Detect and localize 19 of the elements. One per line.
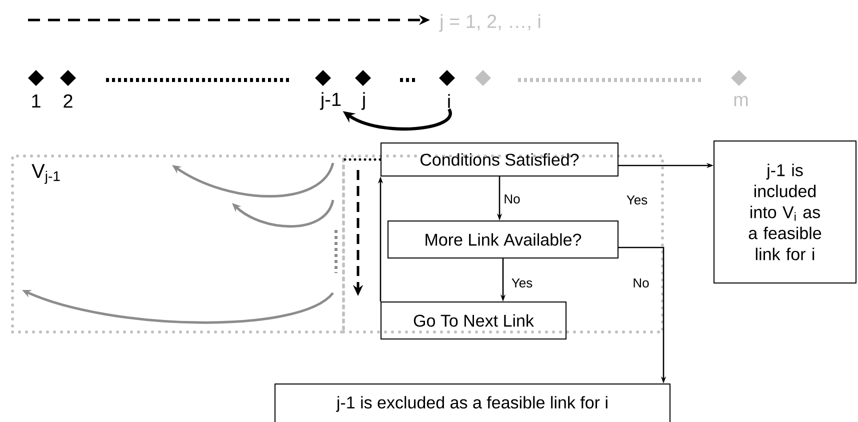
node-label: 1 bbox=[32, 94, 40, 108]
decision-box: Conditions Satisfied? bbox=[380, 142, 618, 176]
region-label: V$_{j-1}$ bbox=[32, 164, 60, 184]
result-box: j-1 is excluded as a feasible link for i bbox=[274, 384, 670, 422]
result-box: j-1 is included into V$_{i}$ as a feasible link for i bbox=[714, 140, 856, 284]
node-label: m bbox=[734, 96, 748, 106]
edge-label: Yes bbox=[625, 194, 649, 206]
edge-label: No bbox=[632, 277, 650, 289]
label: j = 1, 2, …, i bbox=[439, 14, 540, 32]
dotted-region bbox=[342, 154, 664, 334]
process-box: Go To Next Link bbox=[380, 302, 566, 340]
node-label: 2 bbox=[64, 94, 72, 108]
decision-box: More Link Available? bbox=[388, 220, 618, 258]
node-label: j bbox=[361, 92, 365, 110]
edge-label: Yes bbox=[510, 277, 534, 289]
edge-label: No bbox=[502, 193, 522, 205]
node-label: j-1 bbox=[320, 92, 341, 110]
node-label: i bbox=[448, 94, 450, 108]
dotted-region bbox=[11, 154, 345, 334]
